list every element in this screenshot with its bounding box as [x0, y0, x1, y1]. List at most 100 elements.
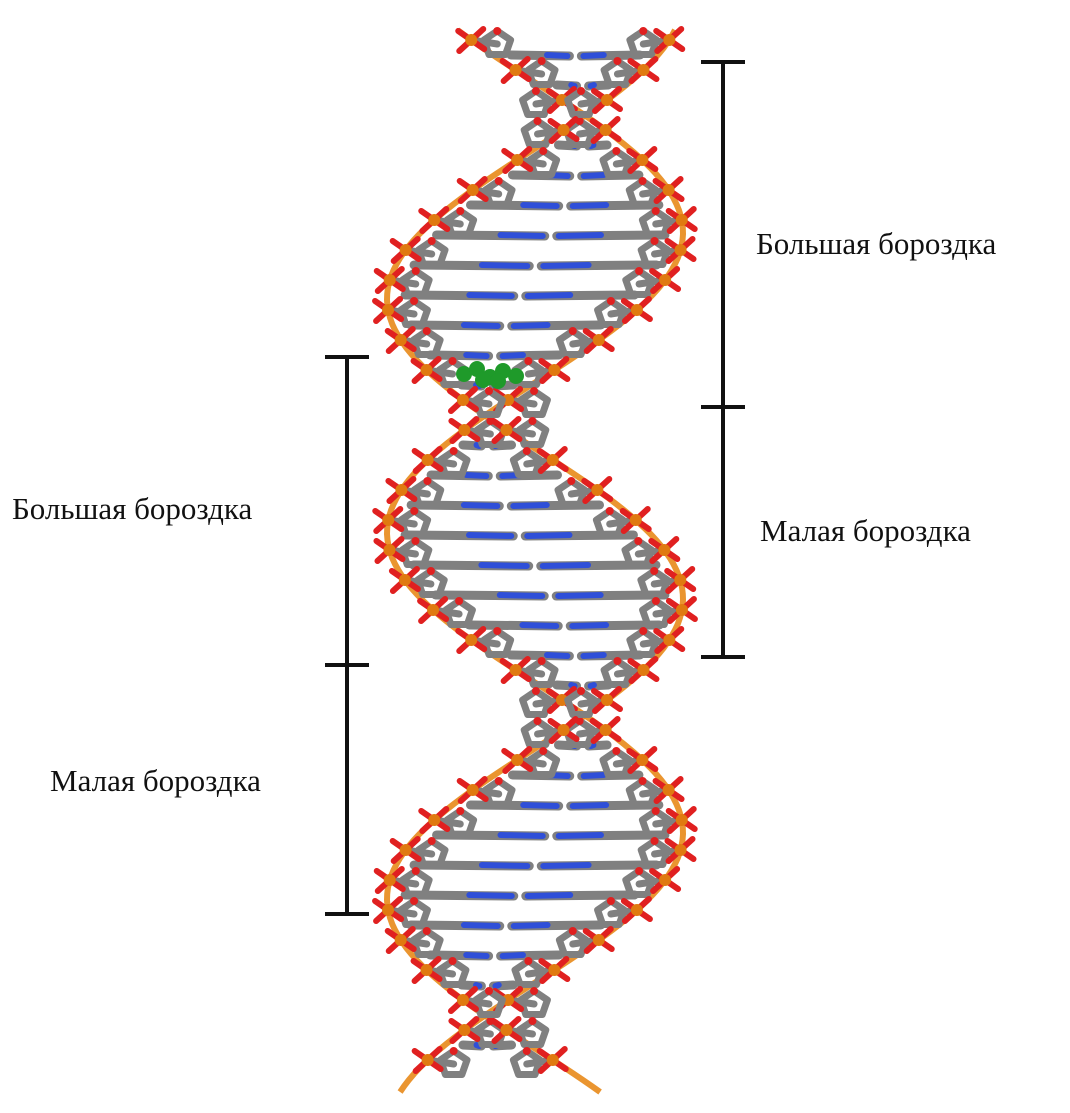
ring-oxygen — [450, 1047, 458, 1055]
ring-oxygen — [428, 237, 436, 245]
base-nitrogen — [571, 685, 574, 686]
ring-oxygen — [534, 717, 542, 725]
base-nitrogen — [573, 805, 606, 806]
ring-oxygen — [495, 777, 503, 785]
phosphorus-atom — [558, 724, 570, 736]
phosphorus-atom — [676, 814, 688, 826]
base-nitrogen — [527, 535, 569, 536]
phosphorus-atom — [465, 634, 477, 646]
base-nitrogen — [559, 235, 601, 236]
groove-brackets — [325, 62, 745, 914]
phosphorus-atom — [382, 304, 394, 316]
ligand-atom — [490, 373, 506, 389]
base-nitrogen — [583, 655, 603, 656]
ring-oxygen — [524, 957, 532, 965]
ring-oxygen — [612, 147, 620, 155]
phosphorus-atom — [467, 184, 479, 196]
base-nitrogen — [528, 895, 570, 896]
ring-oxygen — [539, 747, 547, 755]
ring-oxygen — [530, 387, 538, 395]
phosphorus-atom — [399, 574, 411, 586]
base-nitrogen — [572, 625, 606, 626]
phosphorus-atom — [558, 124, 570, 136]
ring-oxygen — [485, 387, 493, 395]
phosphorus-atom — [510, 64, 522, 76]
phosphorus-atom — [601, 94, 613, 106]
ring-oxygen — [606, 507, 614, 515]
phosphorus-atom — [428, 214, 440, 226]
phosphorus-atom — [400, 244, 412, 256]
phosphorus-atom — [637, 64, 649, 76]
phosphorus-atom — [676, 604, 688, 616]
base-nitrogen — [547, 655, 567, 656]
phosphorus-atom — [428, 814, 440, 826]
ring-oxygen — [495, 177, 503, 185]
ring-oxygen — [493, 27, 501, 35]
ring-oxygen — [528, 417, 536, 425]
ring-oxygen — [411, 537, 419, 545]
base-nitrogen — [591, 85, 594, 86]
base-nitrogen — [503, 955, 523, 956]
phosphorus-atom — [663, 634, 675, 646]
ligand-atom — [475, 372, 491, 388]
base-nitrogen — [573, 205, 606, 206]
phosphorus-atom — [384, 274, 396, 286]
phosphorus-atom — [422, 1054, 434, 1066]
ring-oxygen — [639, 27, 647, 35]
ring-oxygen — [455, 597, 463, 605]
phosphorus-atom — [500, 424, 512, 436]
phosphorus-atom — [395, 484, 407, 496]
phosphorus-atom — [675, 244, 687, 256]
ring-oxygen — [577, 687, 585, 695]
ring-oxygen — [652, 807, 660, 815]
base-nitrogen — [558, 595, 600, 596]
ring-oxygen — [528, 1017, 536, 1025]
ring-oxygen — [613, 657, 621, 665]
phosphorus-atom — [630, 514, 642, 526]
phosphorus-atom — [383, 544, 395, 556]
base-nitrogen — [464, 325, 498, 326]
ring-oxygen — [449, 357, 457, 365]
phosphorus-atom — [458, 1024, 470, 1036]
base-nitrogen — [523, 205, 556, 206]
base-nitrogen — [584, 775, 604, 776]
ring-oxygen — [524, 357, 532, 365]
base-nitrogen — [469, 895, 511, 896]
ring-oxygen — [612, 747, 620, 755]
phosphorus-atom — [663, 34, 675, 46]
ring-oxygen — [538, 657, 546, 665]
ring-oxygen — [532, 687, 540, 695]
phosphorus-atom — [395, 934, 407, 946]
ring-oxygen — [534, 117, 542, 125]
ring-oxygen — [635, 867, 643, 875]
ring-oxygen — [523, 447, 531, 455]
right-minor-groove-label: Малая бороздка — [760, 515, 971, 546]
base-nitrogen — [469, 535, 511, 536]
base-nitrogen — [466, 955, 486, 956]
ring-oxygen — [530, 987, 538, 995]
phosphorus-atom — [658, 544, 670, 556]
ring-oxygen — [639, 177, 647, 185]
phosphorus-atom — [636, 154, 648, 166]
base-nitrogen — [584, 175, 604, 176]
base-nitrogen — [514, 925, 548, 926]
phosphorus-atom — [600, 124, 612, 136]
ring-oxygen — [651, 837, 659, 845]
phosphorus-atom — [601, 694, 613, 706]
phosphorus-atom — [676, 214, 688, 226]
phosphorus-atom — [465, 34, 477, 46]
ring-oxygen — [651, 237, 659, 245]
base-nitrogen — [495, 985, 498, 986]
ring-oxygen — [652, 597, 660, 605]
ring-oxygen — [493, 627, 501, 635]
ring-oxygen — [639, 777, 647, 785]
ring-oxygen — [423, 477, 431, 485]
ring-oxygen — [567, 477, 575, 485]
left-minor-groove-label: Малая бороздка — [50, 765, 261, 796]
phosphorus-atom — [457, 394, 469, 406]
ring-oxygen — [539, 147, 547, 155]
base-nitrogen — [501, 235, 543, 236]
phosphorus-atom — [500, 1024, 512, 1036]
base-nitrogen — [500, 595, 542, 596]
